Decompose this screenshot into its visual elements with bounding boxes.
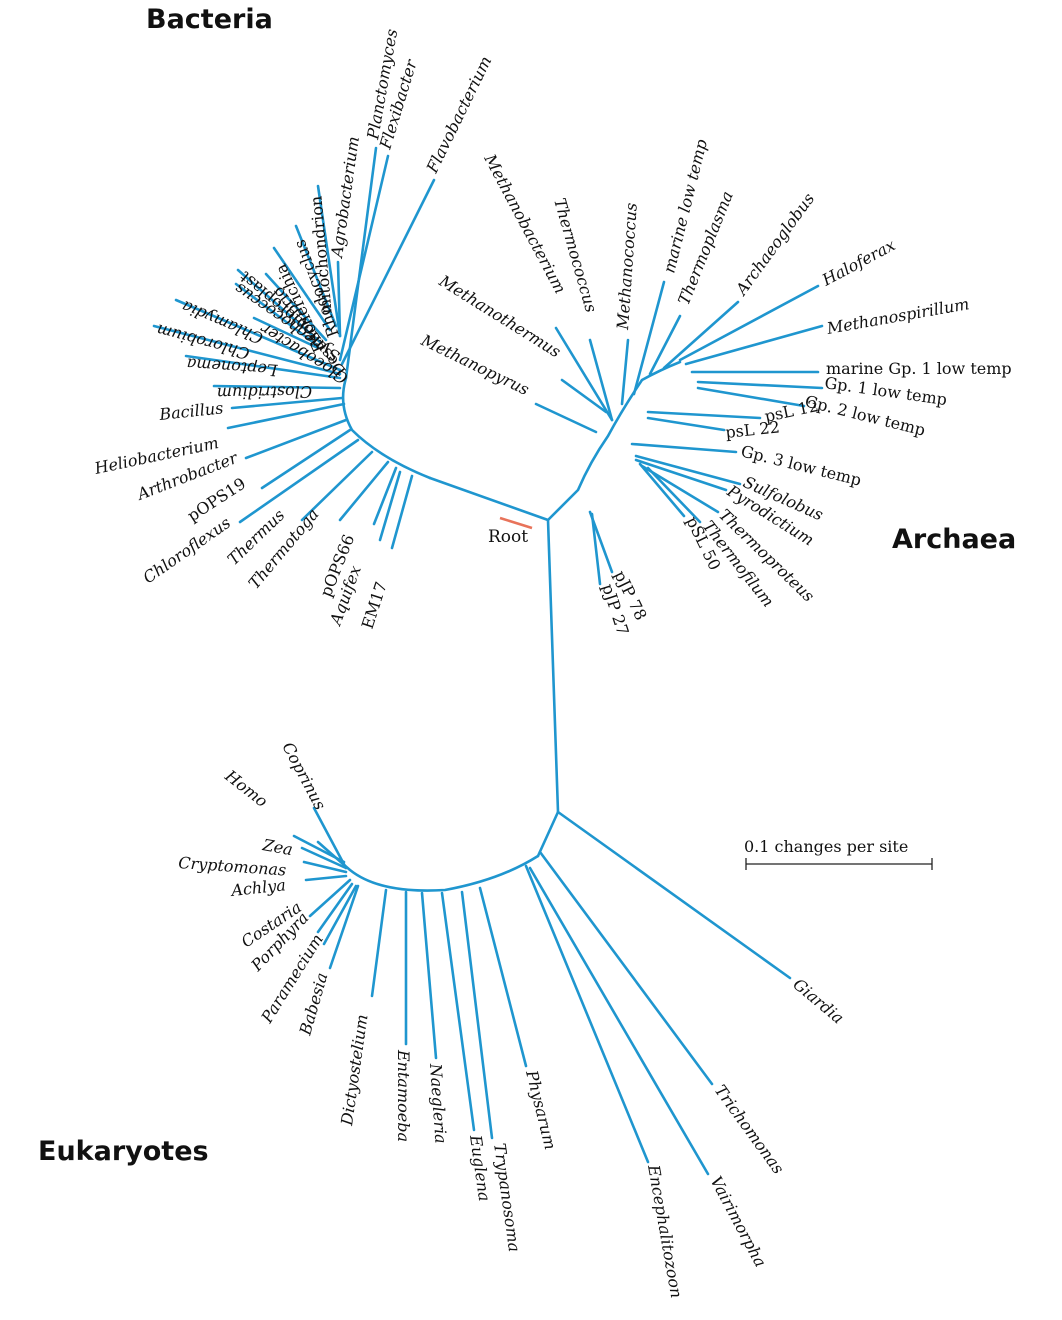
leaf-label: Physarum [522, 1067, 560, 1151]
root-marker [499, 516, 533, 530]
branch-giardia [556, 810, 792, 980]
leaf-label: marine Gp. 1 low temp [826, 359, 1012, 378]
bacteria-branches [152, 146, 436, 550]
leaf-label: Zea [260, 835, 294, 859]
leaf-label: Trypanosoma [490, 1142, 524, 1253]
leaf-label: Homo [221, 766, 272, 811]
bacteria-arc [341, 376, 432, 480]
domain-label-bacteria: Bacteria [146, 4, 273, 35]
leaf-label: Methanobacterium [480, 150, 570, 297]
leaf-label: Methanopyrus [417, 330, 532, 399]
leaf-label: Clostridium [217, 382, 313, 403]
leaf-label: Trichomonas [711, 1081, 788, 1177]
root-label: Root [488, 527, 528, 547]
leaf-label: Methanococcus [613, 202, 641, 331]
leaf-label: Coprinus [278, 739, 329, 813]
domain-label-eukaryotes: Eukaryotes [38, 1136, 209, 1167]
tree-backbone [316, 360, 792, 980]
leaf-label: Bacillus [157, 398, 224, 424]
bacteria-labels: Planctomyces mitochondrion Agrobacterium… [92, 27, 496, 631]
leaf-label: Entamoeba [394, 1049, 413, 1142]
archaea-labels: Methanobacterium Thermococcus Methanococ… [417, 137, 1011, 637]
archaea-trunk [546, 360, 682, 522]
leaf-label: Encephalitozoon [644, 1162, 686, 1299]
archaea-branches [534, 280, 824, 586]
leaf-label: Agrobacterium [327, 135, 363, 260]
leaf-label: Naegleria [426, 1062, 451, 1144]
leaf-label: Chloroflexus [139, 513, 234, 587]
leaf-label: Archaeoglobus [731, 189, 819, 300]
domain-label-archaea: Archaea [892, 524, 1016, 555]
root-branch [428, 476, 550, 522]
scale-bar: 0.1 changes per site [744, 837, 933, 870]
eukaryote-branches [292, 806, 714, 1176]
leaf-label: Thermococcus [550, 196, 601, 315]
leaf-label: Cryptomonas [178, 853, 287, 879]
leaf-label: Achlya [228, 875, 286, 900]
leaf-label: Vairimorpha [706, 1173, 770, 1270]
leaf-label: Euglena [466, 1133, 494, 1203]
leaf-label: psL 22 [724, 417, 780, 442]
leaf-label: Leptonema [186, 355, 279, 380]
leaf-label: Haloferax [818, 235, 898, 290]
leaf-label: EM17 [358, 579, 391, 631]
leaf-label: Dictyostelium [337, 1013, 372, 1127]
eukaryote-trunk [536, 518, 560, 858]
leaf-label: Giardia [789, 975, 847, 1028]
scale-label: 0.1 changes per site [744, 837, 908, 856]
leaf-label: Methanospirillum [824, 294, 970, 338]
